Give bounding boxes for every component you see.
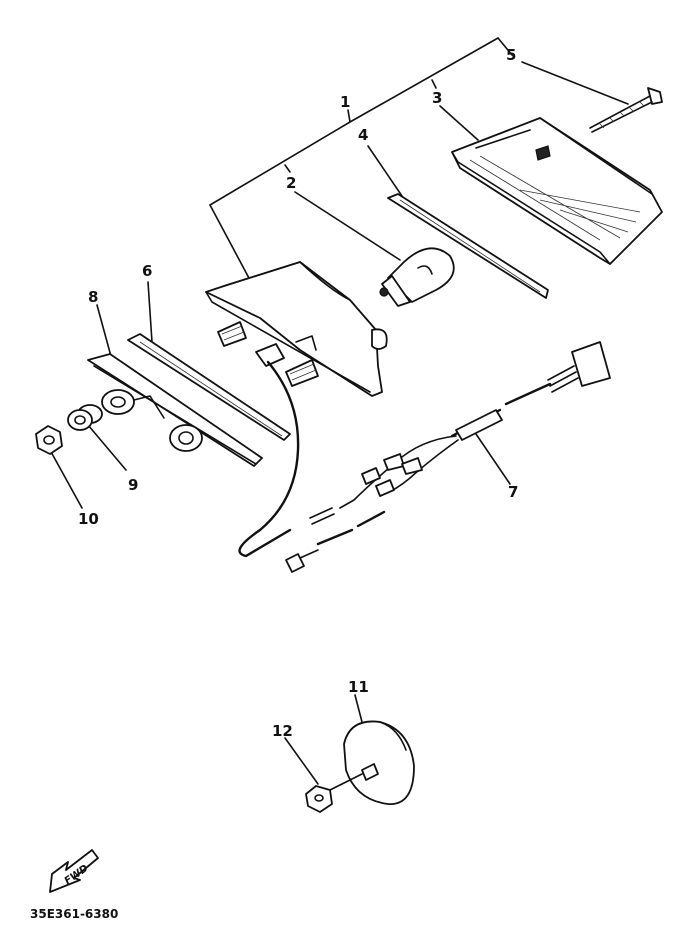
nut xyxy=(35,425,63,455)
spacer xyxy=(67,404,103,431)
screw xyxy=(589,87,663,133)
bulb xyxy=(379,247,455,307)
label-part-3: 3 xyxy=(432,89,442,107)
lens-gasket xyxy=(387,193,549,299)
label-part-1: 1 xyxy=(340,93,350,111)
label-part-11: 11 xyxy=(348,678,369,696)
base-gasket xyxy=(127,333,291,441)
label-part-5: 5 xyxy=(506,46,516,64)
reflector-nut xyxy=(305,785,333,813)
forward-arrow-icon: FWD xyxy=(49,849,99,893)
label-part-9: 9 xyxy=(128,476,138,494)
mounting-bracket xyxy=(87,353,263,467)
label-part-4: 4 xyxy=(358,126,368,144)
part-labels: 1 2 3 4 5 6 7 8 9 10 11 12 xyxy=(78,46,518,740)
leader-lines xyxy=(49,37,629,785)
label-part-8: 8 xyxy=(88,288,98,306)
label-part-6: 6 xyxy=(142,262,152,280)
tail-light-housing xyxy=(205,261,388,397)
tail-lens xyxy=(451,117,663,265)
label-part-7: 7 xyxy=(508,483,518,501)
label-part-12: 12 xyxy=(272,722,293,740)
reflector xyxy=(329,720,415,805)
wire-harness xyxy=(238,341,611,573)
label-part-2: 2 xyxy=(286,174,296,192)
label-part-10: 10 xyxy=(78,510,99,528)
diagram-code: 35E361-6380 xyxy=(30,907,118,921)
